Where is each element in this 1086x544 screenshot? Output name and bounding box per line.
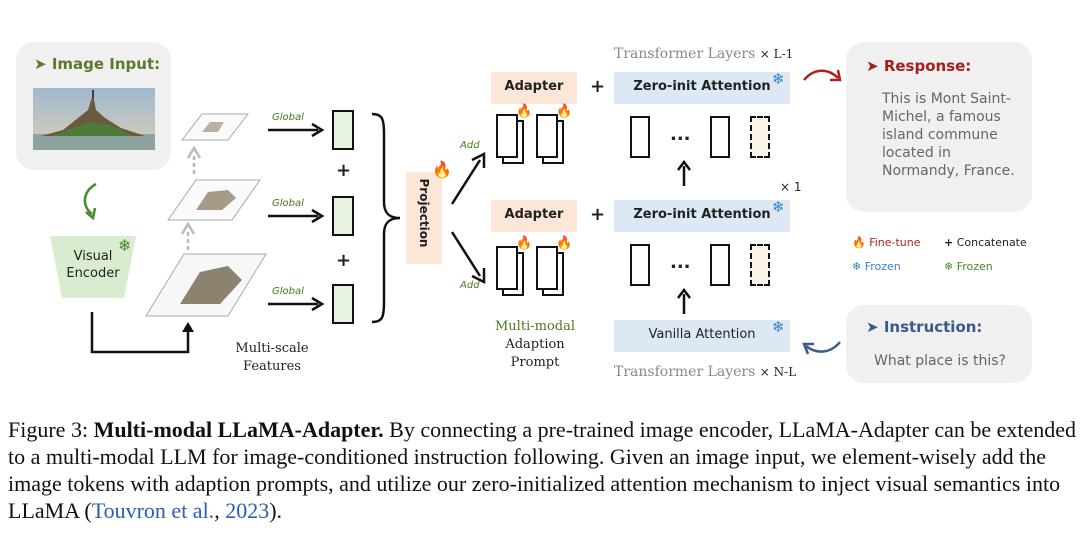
response-panel [846, 42, 1032, 212]
from-instruction-arrow [802, 341, 841, 355]
fire-icon: 🔥 [432, 160, 452, 179]
transformer-bottom-label: Transformer Layers × N-L [614, 364, 797, 380]
caption-label: Figure 3: [8, 417, 89, 442]
plus-sign-1: + [336, 160, 352, 181]
response-title: ➤ Response: [866, 57, 972, 75]
legend: 🔥 Fine-tune + Concatenate ❄ Frozen ❄ Fro… [852, 236, 1032, 280]
adapter-plus-bottom: + [590, 204, 606, 225]
plus-icon: + [944, 236, 954, 249]
legend-frozen-green: Frozen [956, 260, 993, 273]
snowflake-icon: ❄ [772, 198, 785, 216]
llama-tokens-top: ... [630, 116, 780, 160]
transformer-bottom-mult: × N-L [759, 365, 797, 379]
snowflake-icon: ❄ [772, 70, 785, 88]
prompt-tokens-bottom: 🔥 🔥 [496, 236, 576, 302]
response-text: This is Mont Saint-Michel, a famous isla… [882, 91, 1015, 179]
response-arrow-icon: ➤ [866, 57, 879, 75]
caption-end: ). [269, 498, 283, 523]
snowflake-icon: ❄ [852, 260, 862, 273]
vanilla-attention: Vanilla Attention [614, 320, 790, 352]
citation-author[interactable]: Touvron et al. [91, 498, 215, 523]
citation-separator: , [214, 498, 226, 523]
global-token-3 [332, 284, 354, 324]
legend-finetune: Fine-tune [869, 236, 921, 249]
global-token-1 [332, 110, 354, 150]
prompt-label-line3: Prompt [510, 355, 560, 370]
add-label-1: Add [460, 140, 480, 151]
global-token-2 [332, 196, 354, 236]
caption-title: Multi-modal LLaMA-Adapter. [93, 417, 384, 442]
global-label-3: Global [272, 286, 304, 297]
citation-year[interactable]: 2023 [225, 498, 270, 523]
input-to-encoder-arrow [83, 182, 97, 221]
instruction-title: ➤ Instruction: [866, 318, 983, 336]
adapter-bottom: Adapter [491, 200, 577, 232]
transformer-top-label: Transformer Layers × L-1 [614, 46, 794, 62]
caption-body: By connecting a pre-trained image encode… [8, 417, 1077, 523]
llama-tokens-bottom: ... [630, 244, 780, 288]
features-label: Multi-scale Features [235, 341, 309, 374]
instruction-text: What place is this? [874, 353, 1006, 369]
zero-init-attention-top: Zero-init Attention [614, 72, 790, 104]
feature-map-large [145, 253, 267, 317]
add-arrow-up [450, 151, 486, 205]
instruction-panel [846, 305, 1032, 383]
visual-encoder-shape [50, 236, 136, 298]
fire-icon: 🔥 [852, 236, 866, 249]
figure-caption: Figure 3: Multi-modal LLaMA-Adapter. By … [8, 416, 1078, 524]
snowflake-icon: ❄ [944, 260, 954, 273]
instruction-arrow-icon: ➤ [866, 318, 879, 336]
transformer-mid-mult: × 1 [780, 180, 802, 194]
adapter-plus-top: + [590, 76, 606, 97]
zero-init-attention-bottom: Zero-init Attention [614, 200, 790, 232]
feature-map-medium [167, 179, 261, 221]
snowflake-icon: ❄ [772, 318, 785, 336]
image-input-title: ➤ Image Input: [34, 55, 161, 73]
projection-box [406, 172, 442, 264]
prompt-label-line2: Adaption [505, 337, 565, 352]
add-arrow-down [450, 231, 486, 285]
add-label-2: Add [460, 280, 480, 291]
global-label-2: Global [272, 198, 304, 209]
global-arrow-3 [268, 296, 325, 312]
mont-saint-michel-image [33, 88, 155, 150]
global-arrow-2 [268, 208, 325, 224]
legend-frozen-blue: Frozen [864, 260, 901, 273]
up-arrow-bottom [677, 288, 691, 314]
prompt-tokens-top: 🔥 🔥 [496, 104, 576, 170]
adapter-top: Adapter [491, 72, 577, 104]
upsample-arrow-1 [186, 146, 202, 174]
projection-label: Projection [417, 178, 431, 248]
plus-sign-2: + [336, 250, 352, 271]
legend-concatenate: Concatenate [956, 236, 1027, 249]
to-response-arrow [803, 69, 842, 82]
merge-brace [371, 112, 401, 324]
feature-map-small [180, 113, 250, 141]
upsample-arrow-2 [180, 222, 196, 250]
snowflake-icon: ❄ [118, 236, 132, 255]
visual-encoder-label: Visual Encoder [66, 249, 120, 281]
global-arrow-1 [268, 122, 325, 138]
transformer-top-mult: × L-1 [759, 47, 794, 61]
global-label-1: Global [272, 112, 304, 123]
image-input-arrow-icon: ➤ [34, 55, 47, 73]
encoder-to-features-arrow [90, 312, 194, 354]
up-arrow-top [677, 160, 691, 186]
prompt-label: Multi-modal Adaption Prompt [480, 318, 590, 372]
prompt-label-line1: Multi-modal [495, 319, 575, 334]
